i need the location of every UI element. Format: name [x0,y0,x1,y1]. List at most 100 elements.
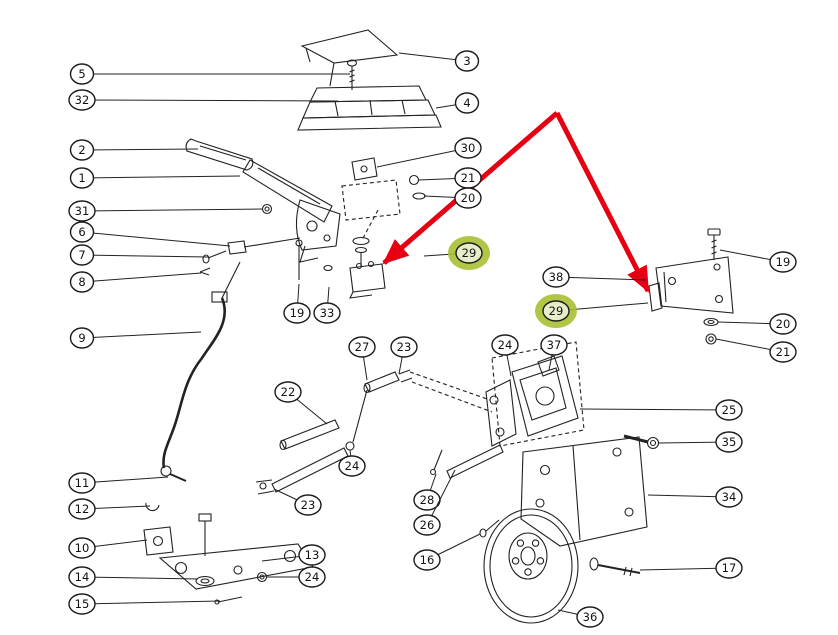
callout-leader-line [81,99,339,102]
callout-28: 28 [413,473,441,511]
callout-number: 6 [78,225,85,239]
callout-25: 25 [579,399,743,421]
callout-21: 21 [715,338,797,363]
callout-number: 4 [463,96,470,110]
callout-4: 4 [435,92,480,114]
callout-31: 31 [68,200,264,222]
callout-number: 27 [355,340,370,354]
callout-balloon [69,63,95,85]
callout-number: 23 [301,498,316,512]
lower-lever-assembly [143,502,314,605]
callout-number: 17 [722,561,737,575]
callout-10: 10 [68,537,148,559]
callout-number: 22 [281,385,296,399]
callout-24: 24 [491,334,519,377]
callout-27: 27 [348,336,376,381]
callout-leader-line [81,600,221,605]
callout-number: 9 [78,331,85,345]
callout-number: 24 [498,338,513,352]
callout-balloon [454,187,482,209]
callout-34: 34 [647,486,743,508]
callout-number: 5 [78,67,85,81]
callout-22: 22 [274,381,328,425]
callout-balloon [68,472,96,494]
callout-29-highlighted: 29 [535,294,649,328]
callout-balloon [294,494,322,516]
linkage-rods [255,369,504,495]
callout-number: 25 [722,403,737,417]
callout-balloon [69,221,95,243]
callout-2: 2 [69,139,199,161]
mounting-plate [520,434,660,547]
callout-balloon [68,566,96,588]
callout-balloon [455,242,483,264]
callout-number: 24 [345,459,360,473]
callout-balloon [68,89,96,111]
callout-balloon [715,399,743,421]
callout-number: 33 [320,306,335,320]
callout-number: 29 [549,304,564,318]
callout-24: 24 [338,449,366,477]
callout-37: 37 [540,334,568,371]
callout-number: 37 [547,338,562,352]
callout-9: 9 [69,327,202,349]
callout-number: 34 [722,490,737,504]
callout-balloon [283,302,311,324]
callout-leader-line [81,331,202,339]
callout-balloon [413,549,441,571]
callout-number: 28 [420,493,435,507]
callout-3: 3 [398,50,480,72]
brake-disc [479,508,641,624]
callout-number: 26 [420,518,435,532]
callout-number: 3 [463,54,470,68]
callout-number: 31 [75,204,90,218]
callout-16: 16 [413,533,481,571]
callout-24: 24 [267,566,326,588]
callout-number: 15 [75,597,90,611]
callout-balloon [68,593,96,615]
callout-19: 19 [719,249,797,273]
callout-number: 29 [462,246,477,260]
callout-30: 30 [376,137,482,168]
callout-number: 19 [290,306,305,320]
callout-balloon [454,92,480,114]
callout-balloon [715,557,743,579]
callout-balloon [715,486,743,508]
callout-leader-line [81,208,264,212]
callout-balloon [69,139,95,161]
callout-19: 19 [283,283,311,324]
callout-balloon [542,266,570,288]
callout-leader-line [81,576,199,580]
callout-36: 36 [557,606,604,628]
callout-number: 23 [397,340,412,354]
callout-number: 7 [78,248,85,262]
callout-number: 21 [461,171,476,185]
callout-balloon [69,167,95,189]
callout-number: 21 [776,345,791,359]
callout-17: 17 [639,557,743,579]
callout-number: 12 [75,502,90,516]
callout-14: 14 [68,566,199,588]
highlight-arrows [382,111,651,293]
callout-12: 12 [68,498,151,520]
callout-balloon [491,334,519,356]
callout-number: 30 [461,141,476,155]
callout-balloon [69,271,95,293]
callout-balloon [454,50,480,72]
callout-number: 20 [776,317,791,331]
callout-balloon [69,327,95,349]
lever-top-plate [300,29,399,90]
callout-8: 8 [69,271,202,293]
callout-33: 33 [313,286,341,324]
callout-29-highlighted: 29 [423,236,490,270]
callout-balloon [769,341,797,363]
callout-20: 20 [423,187,482,209]
callout-number: 36 [583,610,598,624]
callout-balloon [69,244,95,266]
callout-15: 15 [68,593,221,615]
callout-7: 7 [69,244,209,266]
callout-leader-line [376,147,469,168]
callout-number: 38 [549,270,564,284]
